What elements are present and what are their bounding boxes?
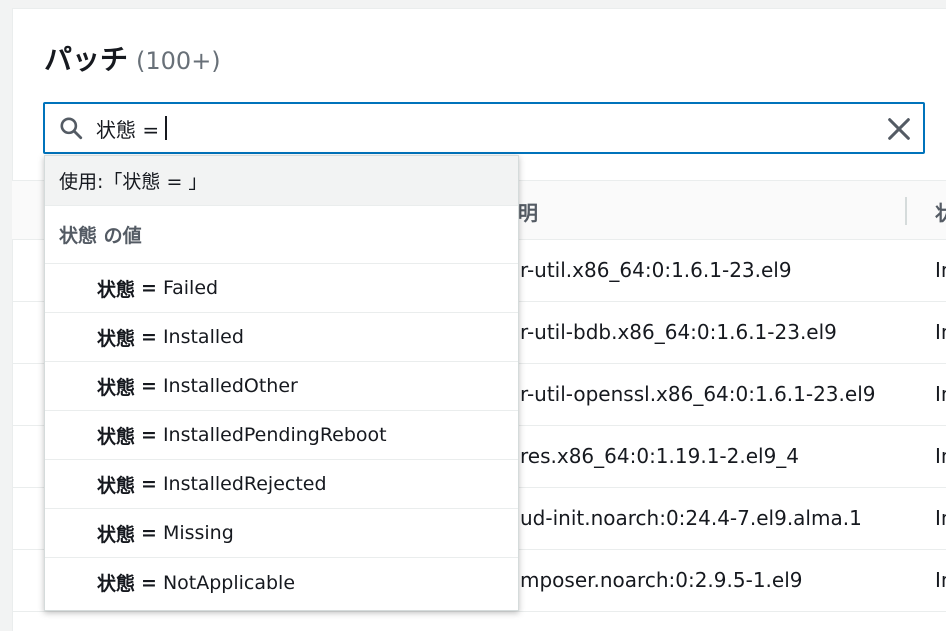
option-operator: = [141,522,157,544]
page-title-text: パッチ [44,43,129,76]
patch-description: r-util-bdb.x86_64:0:1.6.1-23.el9 [520,320,837,344]
option-operator: = [141,375,157,397]
table-row: ud-init.noarch:0:24.4-7.el9.alma.1 In [12,488,946,550]
search-query[interactable]: 状態 = [96,114,167,143]
use-free-text-option[interactable]: 使用:「状態 = 」 [45,156,518,206]
option-value: Installed [162,326,244,348]
search-icon [60,117,83,140]
option-value: Failed [162,277,219,299]
column-header-description[interactable]: 明 [518,201,538,225]
column-header-status[interactable]: 状 [935,201,946,225]
suggestion-option[interactable]: 状態=NotApplicable [45,558,518,607]
patch-description: mposer.noarch:0:2.9.5-1.el9 [520,568,803,592]
option-value: InstalledPendingReboot [162,424,387,446]
patch-status: In [935,568,946,592]
patch-status: In [935,382,946,406]
option-property: 状態 [97,327,136,350]
suggestion-option[interactable]: 状態=InstalledRejected [45,460,518,509]
option-operator: = [141,326,157,348]
option-property: 状態 [97,523,136,546]
patch-status: In [935,444,946,468]
suggestion-option[interactable]: 状態=InstalledPendingReboot [45,411,518,460]
option-value: InstalledOther [162,375,298,397]
suggestion-group-header: 状態 の値 [45,206,518,264]
option-operator: = [141,277,157,299]
table-row: mposer.noarch:0:2.9.5-1.el9 In [12,550,946,612]
option-property: 状態 [97,376,136,399]
suggestion-option[interactable]: 状態=Installed [45,313,518,362]
option-value: InstalledRejected [162,473,327,495]
patch-status: In [935,258,946,282]
patch-description: res.x86_64:0:1.19.1-2.el9_4 [520,444,800,468]
option-operator: = [141,424,157,446]
option-property: 状態 [97,474,136,497]
suggestion-option[interactable]: 状態=Failed [45,264,518,313]
option-operator: = [141,571,157,594]
patch-description: r-util.x86_64:0:1.6.1-23.el9 [520,258,792,282]
patch-status: In [935,320,946,344]
property-filter-input[interactable]: 状態 = [43,102,925,154]
suggestion-option[interactable]: 状態=Missing [45,509,518,558]
column-divider[interactable] [905,197,907,225]
option-operator: = [141,473,157,495]
close-icon[interactable] [885,115,913,143]
option-property: 状態 [97,278,136,301]
patch-description: ud-init.noarch:0:24.4-7.el9.alma.1 [520,506,862,530]
suggestion-option[interactable]: 状態=InstalledOther [45,362,518,411]
option-property: 状態 [97,425,136,448]
option-value: Missing [162,522,234,544]
search-query-text: 状態 = [96,117,160,142]
option-property: 状態 [97,573,136,595]
page-title: パッチ (100+) [44,38,221,76]
option-value: NotApplicable [162,571,296,594]
patch-count: (100+) [136,47,221,75]
text-caret [165,116,167,140]
patch-description: r-util-openssl.x86_64:0:1.6.1-23.el9 [520,382,876,406]
patch-status: In [935,506,946,530]
